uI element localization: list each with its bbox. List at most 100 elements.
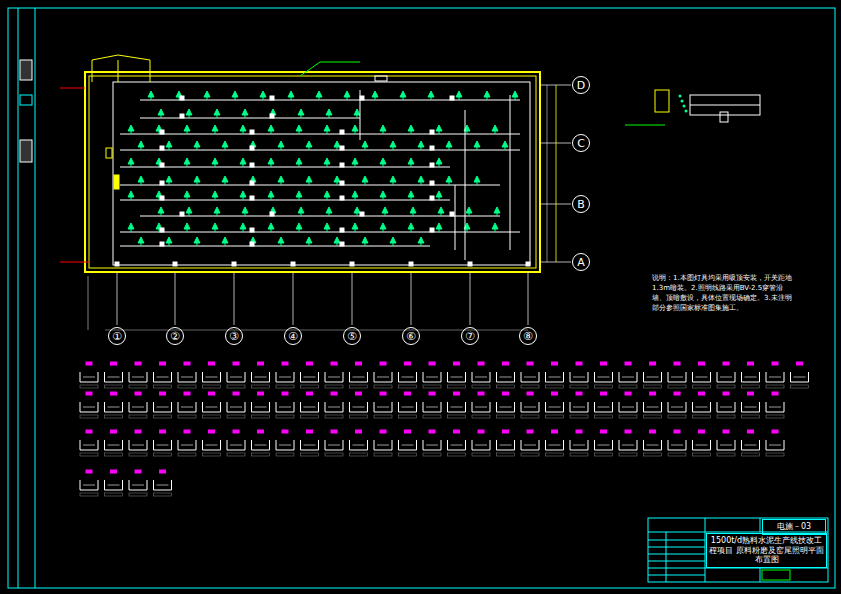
lamp-symbol [288, 91, 294, 100]
node-text: 1500t/d熟料水泥生产线技改工程项目 原料粉磨及窑尾照明平面布置图 [709, 536, 824, 565]
cad-line [352, 272, 353, 325]
cad-rect [601, 392, 607, 395]
cad-rect [113, 82, 530, 265]
cad-line [528, 272, 529, 325]
lamp-symbol [240, 158, 246, 167]
fixture-symbol [546, 402, 564, 412]
lamp-symbol [222, 141, 228, 150]
cad-line [88, 276, 89, 330]
lamp-symbol [494, 207, 500, 216]
fixture-symbol [105, 372, 123, 382]
fixture-symbol [276, 372, 294, 382]
cad-line [648, 547, 705, 548]
cad-rect [595, 453, 613, 456]
fixture-symbol [374, 372, 392, 382]
cad-rect [717, 453, 735, 456]
grid-axis-bubble: ⑤ [343, 327, 361, 345]
cad-rect [772, 392, 778, 395]
fixture-symbol [472, 440, 490, 450]
lamp-symbol [184, 158, 190, 167]
cad-rect [232, 262, 236, 266]
cad-rect [668, 415, 686, 418]
fixture-symbol [154, 440, 172, 450]
cad-rect [405, 392, 411, 395]
cad-line [720, 407, 732, 408]
cad-line [120, 232, 520, 233]
cad-rect [699, 430, 705, 433]
cad-rect [291, 262, 295, 266]
cad-line [547, 85, 548, 262]
cad-rect [250, 181, 254, 185]
cad-line [175, 272, 176, 325]
lamp-symbol [242, 207, 248, 216]
cad-rect [250, 196, 254, 200]
cad-rect [270, 114, 274, 118]
cad-rect [674, 362, 680, 365]
fixture-symbol [227, 372, 245, 382]
fixture-symbol [693, 372, 711, 382]
cad-line [120, 185, 500, 186]
cad-line [120, 167, 450, 168]
cad-rect [503, 392, 509, 395]
cad-line [696, 445, 708, 446]
cad-line [132, 485, 144, 486]
cad-line [353, 407, 365, 408]
lamp-symbol [184, 125, 190, 134]
cad-rect [576, 392, 582, 395]
cad-rect [301, 453, 319, 456]
fixture-symbol [129, 480, 147, 490]
cad-rect [270, 96, 274, 100]
cad-rect [644, 453, 662, 456]
cad-rect [180, 212, 184, 216]
fixture-symbol [448, 402, 466, 412]
cad-line [426, 445, 438, 446]
cad-rect [742, 453, 760, 456]
cad-rect [209, 362, 215, 365]
lamp-symbol [194, 176, 200, 185]
lamp-symbol [390, 176, 396, 185]
lamp-symbol [138, 237, 144, 246]
lamp-symbol [408, 223, 414, 232]
cad-line [255, 407, 267, 408]
cad-rect [233, 392, 239, 395]
cad-line [35, 8, 36, 588]
lamp-symbol [166, 141, 172, 150]
cad-rect [129, 385, 147, 388]
cad-line [794, 377, 806, 378]
cad-line [671, 445, 683, 446]
cad-line [157, 485, 169, 486]
cad-line [475, 407, 487, 408]
lamp-symbol [681, 100, 684, 103]
fixture-symbol [203, 372, 221, 382]
fixture-symbol [717, 402, 735, 412]
cad-rect [129, 493, 147, 496]
fixture-symbol [693, 440, 711, 450]
node-text: D [577, 80, 585, 91]
cad-line [377, 377, 389, 378]
note-text: 说明：1.本图灯具均采用吸顶安装，开关距地1.3m暗装。2.照明线路采用BV-2… [652, 273, 792, 314]
cad-line [140, 216, 500, 217]
cad-rect [233, 362, 239, 365]
lamp-symbol [268, 158, 274, 167]
fixture-symbol [325, 440, 343, 450]
fixture-symbol [472, 402, 490, 412]
cad-rect [570, 453, 588, 456]
fixture-symbol [595, 372, 613, 382]
cad-rect [350, 415, 368, 418]
cad-line [647, 445, 659, 446]
lamp-symbol [316, 91, 322, 100]
cad-rect [644, 385, 662, 388]
cad-rect [160, 430, 166, 433]
cad-rect [356, 430, 362, 433]
cad-rect [80, 415, 98, 418]
cad-rect [380, 362, 386, 365]
cad-line [328, 377, 340, 378]
cad-rect [497, 453, 515, 456]
fixture-symbol [497, 372, 515, 382]
fixture-symbol [497, 440, 515, 450]
cad-rect [766, 415, 784, 418]
lamp-symbol [352, 125, 358, 134]
cad-rect [450, 96, 454, 100]
fixture-symbol [668, 440, 686, 450]
lamp-symbol [334, 176, 340, 185]
